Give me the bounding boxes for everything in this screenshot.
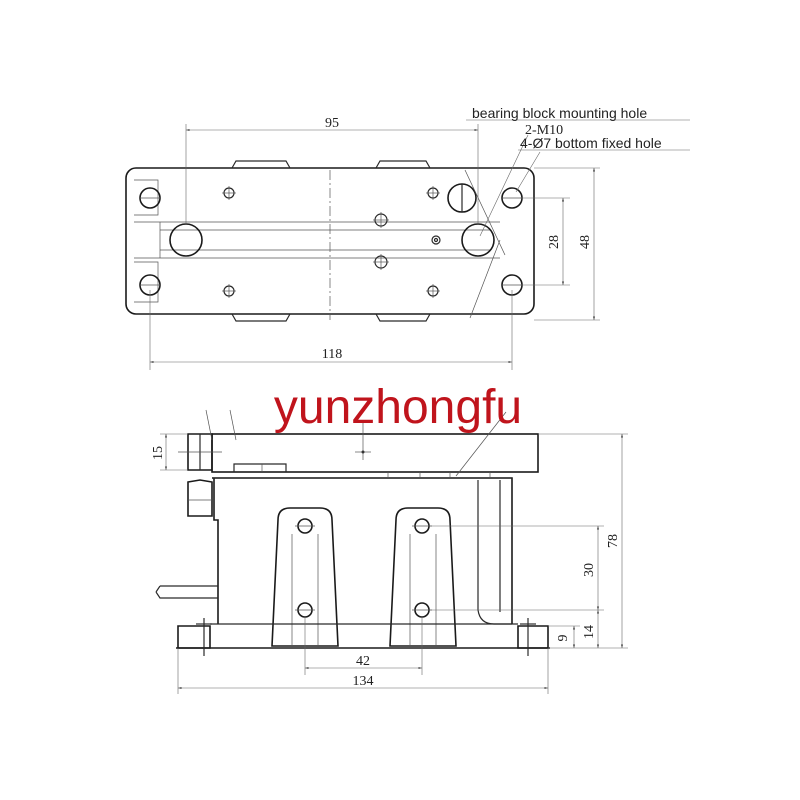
dim-30: 30: [582, 563, 597, 577]
dim-95: 95: [325, 116, 339, 131]
dim-15: 15: [151, 446, 166, 460]
front-top-plate: [211, 433, 539, 473]
label-bottom-hole: 4-Ø7 bottom fixed hole: [520, 135, 662, 151]
dim-28: 28: [547, 235, 562, 249]
top-tab-right: [375, 160, 431, 169]
bearing-block-hole: [461, 223, 495, 257]
dim-42: 42: [356, 654, 370, 669]
front-body: [212, 477, 513, 624]
dim-9: 9: [556, 635, 571, 642]
dim-118: 118: [322, 347, 342, 362]
label-thread: 2-M10: [525, 123, 563, 138]
dim-14: 14: [582, 625, 597, 639]
dim-48: 48: [578, 235, 593, 249]
top-view: 95 28 48 118 bearing block mounting hole…: [125, 105, 690, 370]
front-view: 15 78 30 14 9 42 134: [151, 409, 628, 694]
support-right: [389, 507, 457, 647]
watermark-text: yunzhongfu: [274, 381, 522, 434]
dim-78: 78: [606, 534, 621, 548]
bottom-tab-left: [231, 313, 291, 322]
dim-134: 134: [353, 674, 374, 689]
support-left: [271, 507, 339, 647]
top-tab-left: [231, 160, 291, 169]
bottom-tab-right: [375, 313, 431, 322]
label-bearing-block: bearing block mounting hole: [472, 105, 647, 121]
bearing-block-hole: [169, 223, 203, 257]
